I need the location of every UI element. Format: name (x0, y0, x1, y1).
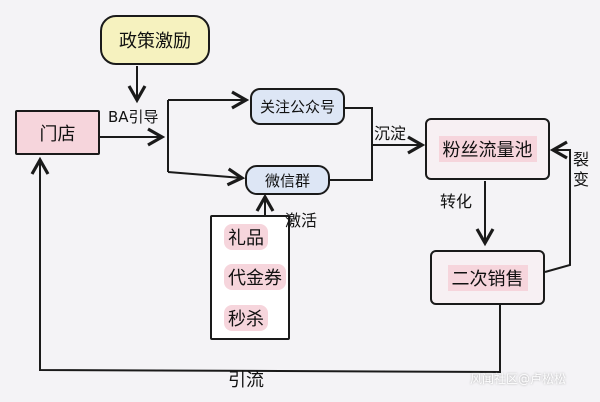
second-sale-label: 二次销售 (447, 264, 528, 291)
convert-label: 转化 (440, 192, 473, 211)
fission-label: 裂变 (573, 150, 590, 189)
arrow-to-group (167, 167, 246, 187)
ba-guide-label: BA引导 (108, 108, 159, 126)
drain-label: 引流 (228, 370, 264, 391)
arrow-fission-loop (544, 140, 571, 273)
settle-label: 沉淀 (374, 124, 407, 143)
incentive-voucher: 代金券 (224, 264, 286, 291)
line-group-to-merge (330, 145, 373, 181)
incentives-node: 礼品 代金券 秒杀 (210, 215, 290, 340)
activate-label: 激活 (285, 211, 318, 230)
wechat-group-node: 微信群 (245, 165, 330, 195)
fan-pool-label: 粉丝流量池 (438, 136, 537, 162)
second-sale-node: 二次销售 (430, 250, 545, 305)
fan-pool-node: 粉丝流量池 (425, 118, 550, 180)
incentive-flash-sale: 秒杀 (224, 304, 268, 331)
line-follow-to-merge (345, 107, 373, 145)
policy-incentive-node: 政策激励 (100, 15, 210, 65)
watermark: 风闻社区@卢松松 (470, 372, 567, 386)
follow-account-node: 关注公众号 (250, 88, 345, 125)
incentive-gift: 礼品 (224, 224, 268, 251)
arrow-return-to-store (30, 156, 501, 374)
store-node: 门店 (15, 110, 100, 155)
